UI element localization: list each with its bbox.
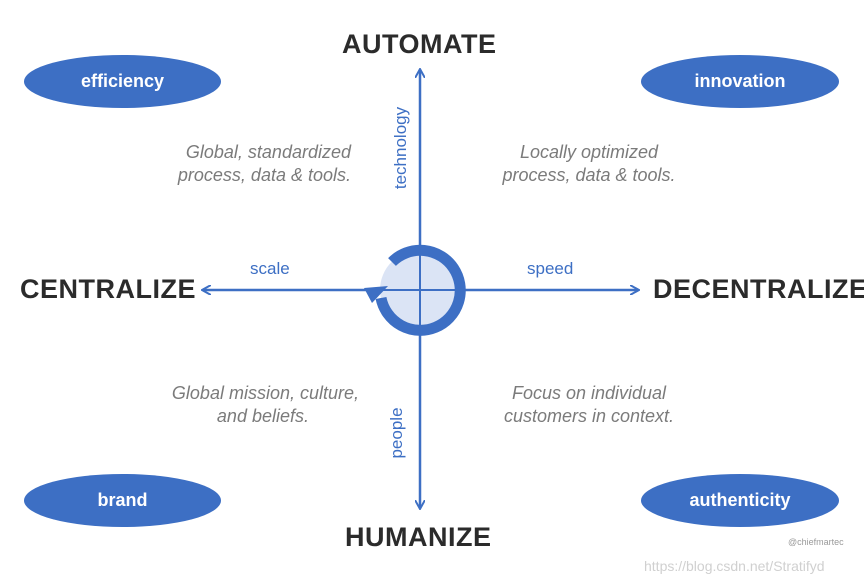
axis-label-right: DECENTRALIZE [653,274,864,304]
quadrant-text-line: customers in context. [503,406,675,426]
pill-efficiency: efficiency [24,55,221,108]
pill-innovation: innovation [641,55,839,108]
quadrant-text-line: Locally optimized [519,142,659,162]
quadrant-text-line: Focus on individual [511,383,667,403]
quadrant-text-line: and beliefs. [216,406,309,426]
quadrant-text-top-right: Locally optimized process, data & tools. [478,141,700,187]
arrow-label-people: people [387,407,406,459]
quadrant-text-line: Global, standardized [185,142,351,162]
cycle-icon [364,244,466,336]
watermark-url: https://blog.csdn.net/Stratifyd [644,558,825,574]
arrow-label-technology: technology [391,106,410,190]
quadrant-text-top-left: Global, standardized process, data & too… [178,141,351,187]
quadrant-text-bottom-left: Global mission, culture, and beliefs. [172,382,359,428]
pill-brand: brand [24,474,221,527]
axis-label-left: CENTRALIZE [20,274,196,304]
credit-chiefmartec: @chiefmartec [788,537,844,547]
quadrant-text-line: process, data & tools. [502,165,676,185]
arrow-label-speed: speed [527,259,574,278]
axis-label-top: AUTOMATE [342,29,497,59]
pill-authenticity: authenticity [641,474,839,527]
arrow-label-scale: scale [250,259,290,278]
quadrant-text-line: Global mission, culture, [171,383,359,403]
axis-label-bottom: HUMANIZE [345,522,492,552]
quadrant-text-bottom-right: Focus on individual customers in context… [478,382,700,428]
quadrant-text-line: process, data & tools. [177,165,351,185]
